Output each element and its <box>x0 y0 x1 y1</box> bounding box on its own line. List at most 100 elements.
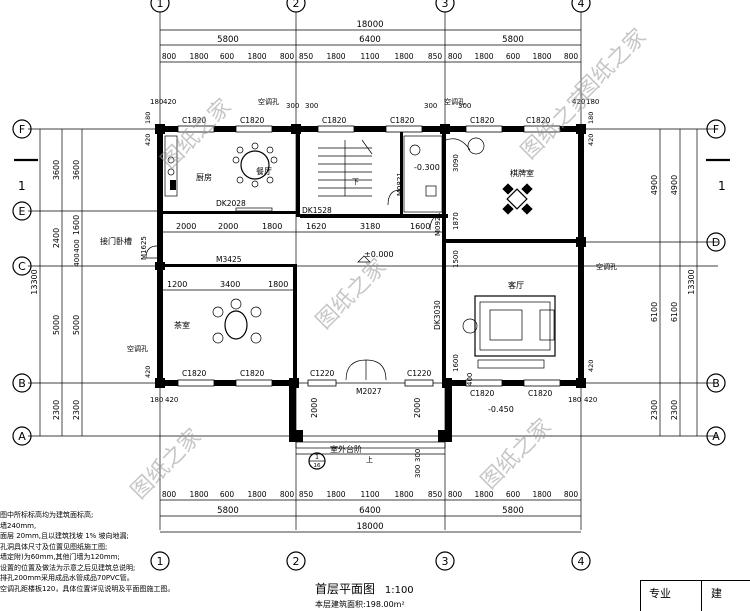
window-label: C1820 <box>470 389 495 398</box>
dim-left-inner: 2300 <box>72 400 81 420</box>
svg-text:420: 420 <box>163 98 176 106</box>
svg-text:3180: 3180 <box>360 222 380 231</box>
detail-reference: 1 16 <box>308 452 326 470</box>
dim-top-bay-3: 5800 <box>502 35 524 45</box>
svg-text:图纸之家: 图纸之家 <box>477 414 557 494</box>
dim-bot-seg: 800 <box>280 490 295 499</box>
level-mark: -0.450 <box>488 405 514 414</box>
window-label: C1820 <box>240 369 265 378</box>
svg-text:300: 300 <box>458 102 471 110</box>
aircon-label: 空调孔 <box>444 97 465 106</box>
dim-top-seg: 1800 <box>394 52 413 61</box>
svg-text:1800: 1800 <box>268 280 288 289</box>
dim-bot-seg: 800 <box>448 490 463 499</box>
dim-bot-seg: 1800 <box>394 490 413 499</box>
svg-text:300: 300 <box>424 102 437 110</box>
aircon-label: 空调孔 <box>258 97 279 106</box>
drawing-title-block: 首层平面图 1:100 本层建筑面积:198.00m² <box>315 580 515 610</box>
kitchen-counter <box>164 135 178 197</box>
drawing-title: 首层平面图 <box>315 582 376 596</box>
dim-bot-seg: 600 <box>506 490 521 499</box>
axis-A-left: A <box>18 430 26 443</box>
dim-left-seg: 2300 <box>52 400 61 420</box>
svg-text:1600: 1600 <box>410 222 430 231</box>
dim-bot-seg: 1800 <box>474 490 493 499</box>
svg-text:图纸之家: 图纸之家 <box>572 24 652 104</box>
tb-field-discipline: 专业 <box>649 587 671 600</box>
axis-4-bottom: 4 <box>578 555 585 568</box>
svg-text:2000: 2000 <box>218 222 238 231</box>
level-mark: ±0.000 <box>364 250 394 259</box>
room-dining: 餐厅 <box>256 167 272 176</box>
right-dimensions: 4900 6100 2300 4900 6100 2300 13300 <box>650 129 698 436</box>
svg-text:300: 300 <box>286 102 299 110</box>
dim-bot-seg: 850 <box>428 490 443 499</box>
svg-text:300: 300 <box>305 102 318 110</box>
dim-top-seg: 850 <box>428 52 443 61</box>
floor-area: 本层建筑面积:198.00m² <box>315 600 405 609</box>
top-dimensions: 18000 5800 6400 5800 800 1800 600 1800 8… <box>160 20 581 63</box>
dim-left-inner: 3600 <box>72 160 81 180</box>
stair-down: 下 <box>352 178 359 186</box>
dim-top-seg: 800 <box>280 52 295 61</box>
dim-top-seg: 1800 <box>189 52 208 61</box>
dim-bot-seg: 600 <box>220 490 235 499</box>
note-line: 排孔200mm采用成品水管成品70PVC管。 <box>0 574 134 582</box>
dim-bot-seg: 1800 <box>532 490 551 499</box>
interior-dimensions: 2000 2000 1800 1620 3180 1600 1200 3400 … <box>160 154 474 478</box>
axis-E-left: E <box>19 205 26 218</box>
toilet-room <box>403 135 485 213</box>
svg-text:180: 180 <box>586 98 599 106</box>
note-line: 墙定附)为60mm,其他门墙为120mm; <box>0 553 120 561</box>
dim-bot-seg: 1800 <box>326 490 345 499</box>
axis-2-top: 2 <box>293 0 300 10</box>
aircon-labels: 空调孔 空调孔 空调孔 空调孔 <box>127 97 617 353</box>
tea-set-icon <box>212 298 262 344</box>
svg-text:180: 180 <box>150 396 163 404</box>
tb-field-building: 建 <box>711 587 722 600</box>
left-dimensions: 13300 3600 2400 5000 2300 3600 1600 400 … <box>30 129 83 436</box>
svg-text:420: 420 <box>144 134 152 146</box>
svg-text:16: 16 <box>314 463 321 469</box>
dim-top-seg: 1100 <box>360 52 379 61</box>
svg-text:1620: 1620 <box>306 222 326 231</box>
note-line: 空调孔距楼板120，具体位置详见说明及平面图施工图。 <box>0 584 175 593</box>
dim-top-seg: 600 <box>220 52 235 61</box>
door-label: DK1528 <box>302 206 332 215</box>
dim-right-seg: 2300 <box>650 400 659 420</box>
axis-3-bottom: 3 <box>442 555 449 568</box>
dim-top-seg: 1800 <box>247 52 266 61</box>
dim-left-inner: 400 <box>73 239 81 252</box>
axis-F-left: F <box>19 123 25 136</box>
outdoor-step: 室外台阶 <box>330 444 362 454</box>
svg-text:1870: 1870 <box>452 212 460 230</box>
axis-1-top: 1 <box>157 0 164 10</box>
svg-text:180: 180 <box>150 98 163 106</box>
dim-top-bay-2: 6400 <box>359 35 381 45</box>
dim-top-seg: 600 <box>506 52 521 61</box>
grid-axis-bottom: 1 2 3 4 <box>150 551 591 571</box>
axis-2-bottom: 2 <box>293 555 300 568</box>
dim-right-seg: 6100 <box>670 302 679 322</box>
note-line: 孔洞具体尺寸及位置见图纸施工图; <box>0 542 108 551</box>
dim-top-seg: 1800 <box>474 52 493 61</box>
drawing-scale: 1:100 <box>384 585 414 596</box>
dim-bot-seg: 1800 <box>247 490 266 499</box>
axis-B-left: B <box>18 377 26 390</box>
door-labels: DK2028 DK1528 M0821 M0921 M1625 M3425 M2… <box>140 172 442 396</box>
stair-up: 上 <box>366 455 373 464</box>
svg-text:420: 420 <box>587 360 595 372</box>
dim-right-total: 13300 <box>687 269 696 294</box>
room-living: 客厅 <box>508 280 524 290</box>
dim-bot-total: 18000 <box>356 522 383 532</box>
door-label: M2027 <box>356 387 382 396</box>
svg-text:420: 420 <box>584 396 597 404</box>
axis-F-right: F <box>713 123 719 136</box>
dim-top-bay-1: 5800 <box>217 35 239 45</box>
door-label: M0921 <box>434 212 442 236</box>
room-kitchen: 厨房 <box>196 172 212 182</box>
dim-left-total: 13300 <box>30 269 39 294</box>
dim-top-seg: 1800 <box>532 52 551 61</box>
window-label: C1820 <box>322 116 347 125</box>
svg-text:420: 420 <box>165 396 178 404</box>
